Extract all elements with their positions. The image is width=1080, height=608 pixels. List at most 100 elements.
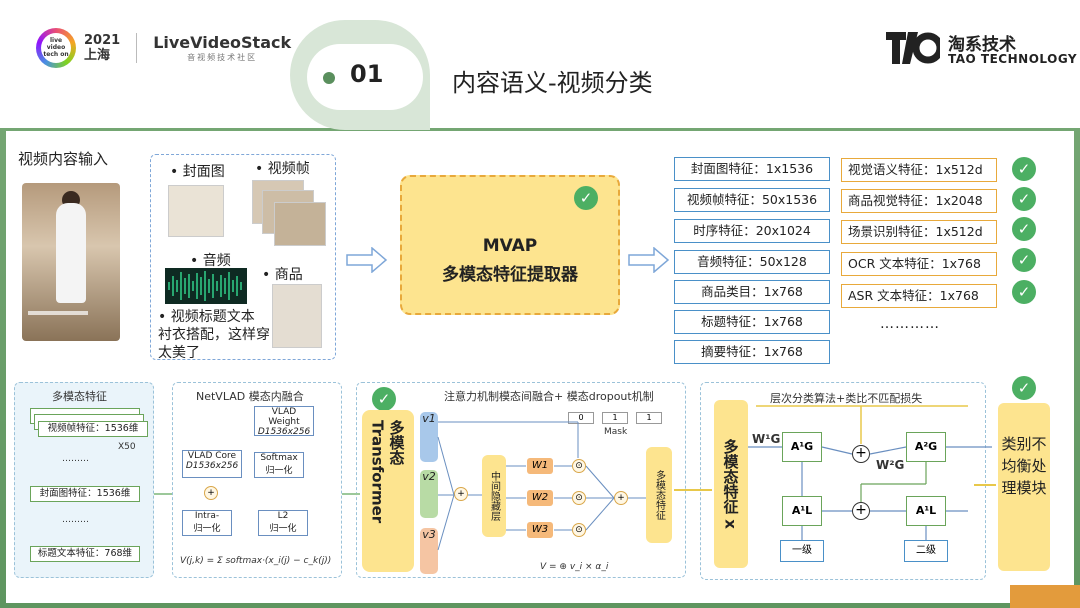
w3-box: W3	[527, 522, 553, 538]
l2-norm-sub: 归一化	[269, 524, 297, 534]
mask-label: Mask	[604, 427, 628, 437]
section-dot-icon	[323, 72, 335, 84]
check-icon: ✓	[1012, 248, 1036, 272]
panel-connector-arrows	[154, 493, 360, 495]
tao-logo-icon	[886, 32, 940, 64]
imbalance-module-box: 类别不均衡处理模块	[998, 403, 1050, 571]
feature-title: 标题特征：1x768	[674, 310, 830, 334]
feature-product-visual: 商品视觉特征：1x2048	[841, 189, 997, 213]
attention-formula: V = ⊕ v_i × α_i	[540, 562, 609, 572]
transformer-label: 多模态 Transformer	[368, 420, 406, 524]
w1-box: W1	[527, 458, 553, 474]
input-section-label: 视频内容输入	[18, 150, 109, 168]
check-icon: ✓	[1012, 217, 1036, 241]
mask-value-2: 1	[636, 412, 662, 424]
cover-feature-row: 封面图特征：1536维	[30, 486, 140, 502]
brand-subtitle: 音视频技术社区	[187, 53, 258, 62]
vlad-core-label: VLAD Core	[187, 451, 237, 461]
sum-icon: +	[454, 487, 468, 501]
brand-name: LiveVideoStack	[153, 33, 292, 52]
multiply-icon: ⊙	[572, 491, 586, 505]
mask-value-0: 0	[568, 412, 594, 424]
level-2-box: 二级	[904, 540, 948, 562]
logo-divider	[136, 33, 138, 63]
check-icon: ✓	[1012, 280, 1036, 304]
product-thumbnail	[272, 284, 322, 348]
multiply-icon: ⊙	[572, 523, 586, 537]
cover-thumbnail	[168, 185, 224, 237]
ellipsis-2: ………	[62, 515, 89, 525]
connector-arrow-icon	[674, 489, 712, 491]
vlad-formula: V(j,k) = Σ softmax·(x_i(j) − c_k(j))	[180, 556, 332, 566]
vlad-core-box: VLAD Core D1536x256	[182, 450, 242, 478]
ag1-box: A¹G	[782, 432, 822, 462]
v2-bar: v2	[420, 470, 438, 518]
title-text-sample-2: 太美了	[158, 345, 200, 361]
frame-thumbnail-3	[274, 202, 326, 246]
feature-cover: 封面图特征：1x1536	[674, 157, 830, 181]
arrow-right-icon	[628, 247, 670, 273]
modality-frames: • 视频帧	[255, 161, 310, 177]
feature-summary: 摘要特征：1x768	[674, 340, 830, 364]
feature-more-dots: …………	[880, 316, 940, 332]
multimodal-output-box: 多模态特征	[646, 447, 672, 543]
v2-label: v2	[422, 470, 436, 483]
connector-arrow-icon	[974, 484, 996, 486]
lvc-badge-icon: live video tech on	[36, 28, 76, 68]
vlad-core-dim: D1536x256	[185, 461, 239, 471]
check-icon: ✓	[1012, 187, 1036, 211]
section-number-badge-icon	[307, 44, 423, 110]
feature-scene: 场景识别特征：1x512d	[841, 220, 997, 244]
check-icon: ✓	[1012, 157, 1036, 181]
vlad-weight-box: VLAD Weight D1536x256	[254, 406, 314, 437]
tao-brand-cn: 淘系技术	[948, 35, 1016, 55]
mvap-title: MVAP	[482, 236, 538, 256]
softmax-sub: 归一化	[265, 466, 293, 476]
frame-feature-row: 视频帧特征：1536维	[38, 421, 148, 437]
conference-city: 上海	[84, 48, 111, 63]
multimodal-feature-x-box: 多模态特征 x	[714, 400, 748, 568]
hidden-layer-box: 中间隐藏层	[482, 455, 506, 537]
modality-product: • 商品	[262, 267, 303, 283]
mask-value-1: 1	[602, 412, 628, 424]
lvc-badge-text: live video tech on	[41, 33, 71, 63]
attention-title: 注意力机制模态间融合+ 模态dropout机制	[444, 390, 654, 403]
w2-box: W2	[527, 490, 553, 506]
attention-arrows	[437, 421, 646, 551]
sum-icon: +	[614, 491, 628, 505]
l2-norm-label: L2	[277, 511, 289, 521]
section-number: 01	[350, 60, 384, 88]
title-text-sample-1: 衬衣搭配，这样穿	[158, 327, 270, 343]
vlad-weight-dim: D1536x256	[257, 427, 311, 437]
modality-cover: • 封面图	[170, 164, 225, 180]
brand-block: LiveVideoStack 音视频技术社区	[153, 33, 291, 63]
modality-title-text: • 视频标题文本	[158, 309, 255, 325]
al1-box-a: A¹L	[782, 496, 822, 526]
transformer-box	[362, 410, 414, 572]
wg1-label: W¹G	[752, 432, 781, 446]
plus-icon: +	[852, 445, 870, 463]
feature-product-category: 商品类目：1x768	[674, 280, 830, 304]
multiply-icon: ⊙	[572, 459, 586, 473]
netvlad-title: NetVLAD 模态内融合	[196, 390, 304, 403]
level-1-box: 一级	[780, 540, 824, 562]
mvap-subtitle: 多模态特征提取器	[442, 265, 578, 285]
title-feature-row: 标题文本特征：768维	[30, 546, 140, 562]
frame-count-label: X50	[118, 442, 136, 452]
video-preview-image	[22, 183, 120, 341]
plus-icon: +	[852, 502, 870, 520]
conference-year: 2021	[84, 33, 121, 48]
v3-bar: v3	[420, 528, 438, 574]
check-icon: ✓	[1012, 376, 1036, 400]
conference-year-city: 2021 上海	[84, 33, 120, 63]
feature-frames: 视频帧特征：50x1536	[674, 188, 830, 212]
conference-logo: live video tech on 2021 上海 LiveVideoStac…	[36, 28, 291, 68]
v1-bar: v1	[420, 412, 438, 462]
modality-audio: • 音频	[190, 253, 231, 269]
intra-norm-box: Intra- 归一化	[182, 510, 232, 536]
al1-box-b: A¹L	[906, 496, 946, 526]
l2-norm-box: L2 归一化	[258, 510, 308, 536]
intra-norm-sub: 归一化	[193, 524, 221, 534]
softmax-box: Softmax 归一化	[254, 452, 304, 478]
arrow-right-icon	[346, 247, 388, 273]
